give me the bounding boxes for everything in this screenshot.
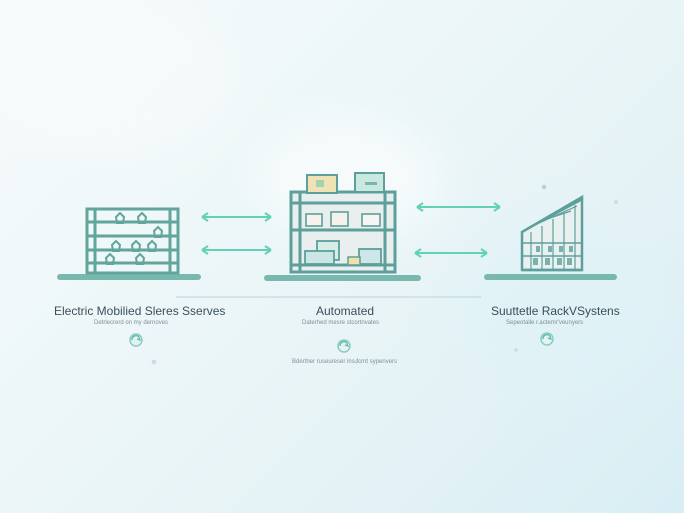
center-subtitle: Daterhed mesre stcortnvates xyxy=(302,320,380,326)
decorative-dot xyxy=(514,348,518,352)
center-bottom-note: Bderther ruseureser ins fcrnt sypenvers xyxy=(292,359,398,365)
left-arrows xyxy=(201,212,272,255)
right-cycle-icon xyxy=(540,332,554,346)
right-rack-icon xyxy=(520,184,618,272)
decorative-dot xyxy=(151,359,157,365)
center-rack-icon xyxy=(289,172,397,274)
right-arrows xyxy=(414,202,501,258)
left-cycle-icon xyxy=(129,333,143,347)
left-title: Electric Mobilied Sleres Sserves xyxy=(54,304,226,318)
center-cycle-icon xyxy=(337,339,351,353)
left-subtitle: Detrlecrerd on my dernoves xyxy=(94,320,169,326)
decorative-dot xyxy=(354,360,358,364)
left-shelf-icon xyxy=(85,207,180,275)
right-title: Suuttetle RackVSystens xyxy=(491,304,620,318)
center-title: Automated xyxy=(316,304,375,318)
right-subtitle: Sepeotalle r.actemr'veunyers xyxy=(506,320,584,326)
